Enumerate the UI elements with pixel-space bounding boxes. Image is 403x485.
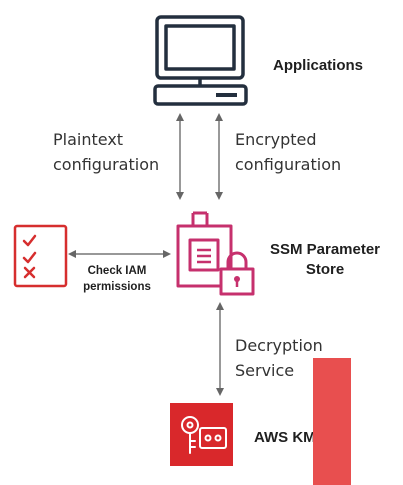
ssm-label-line-2: Store xyxy=(305,261,345,278)
ssm-parameter-store-label: SSM Parameter Store xyxy=(262,240,388,280)
iam-line-1: Check IAM xyxy=(87,265,147,277)
ssm-parameter-store-lock-icon xyxy=(176,211,255,296)
plaintext-line-1: Plaintext xyxy=(53,130,124,149)
red-overlay-bar xyxy=(313,358,351,485)
decryption-line-2: Service xyxy=(235,361,295,380)
check-iam-permissions-label: Check IAM permissions xyxy=(73,263,161,295)
encrypted-line-1: Encrypted xyxy=(235,130,317,149)
checklist-icon xyxy=(13,224,68,288)
kms-key-icon xyxy=(170,403,233,466)
decryption-line-1: Decryption xyxy=(235,336,323,355)
decryption-service-label: Decryption Service xyxy=(235,333,323,383)
plaintext-configuration-label: Plaintext configuration xyxy=(53,127,159,177)
ssm-label-line-1: SSM Parameter xyxy=(269,241,381,258)
applications-label: Applications xyxy=(273,57,364,74)
iam-line-2: permissions xyxy=(83,281,151,293)
plaintext-line-2: configuration xyxy=(53,155,160,174)
encrypted-line-2: configuration xyxy=(235,155,342,174)
computer-monitor-icon xyxy=(153,15,248,106)
encrypted-configuration-label: Encrypted configuration xyxy=(235,127,341,177)
aws-kms-label: AWS KM xyxy=(254,429,316,446)
